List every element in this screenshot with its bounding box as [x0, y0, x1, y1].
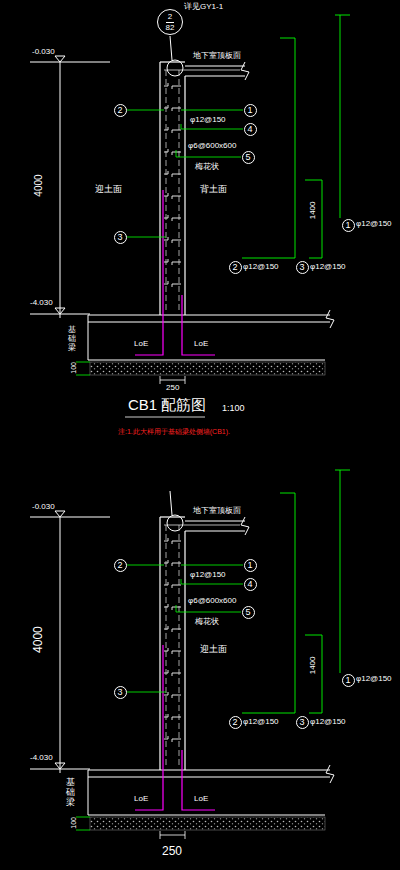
drawing-label: φ12@150: [190, 571, 226, 580]
callout-number: 3: [117, 688, 122, 697]
callout-number: 2: [232, 718, 237, 727]
callout-number: 2: [117, 561, 122, 570]
drawing-label: 迎土面: [95, 185, 122, 195]
callout-number: 2: [232, 263, 237, 272]
rebar-callout-circle: 2: [229, 261, 242, 274]
drawing-label: -0.030: [32, 503, 55, 512]
drawing-label: 1:100: [222, 404, 245, 414]
callout-number: 1: [345, 676, 350, 685]
drawing-label: 250: [162, 845, 182, 858]
callout-number: 2: [168, 13, 172, 21]
drawing-label: -4.030: [30, 754, 53, 763]
drawing-label: 4000: [33, 174, 44, 196]
detail-callout-circle: 282: [157, 9, 183, 35]
drawing-label: φ12@150: [310, 718, 346, 727]
drawing-label: φ6@600x600: [188, 142, 236, 151]
rebar-callout-circle: 1: [342, 674, 355, 687]
drawing-label: 100: [70, 362, 78, 374]
callout-number: 1: [247, 561, 252, 570]
rebar-callout-circle: 4: [244, 578, 257, 591]
drawing-label: 100: [70, 817, 78, 829]
drawing-label: 4000: [31, 627, 44, 654]
rebar-callout-circle: 1: [342, 219, 355, 232]
drawing-label: φ12@150: [190, 116, 226, 125]
rebar-callout-circle: 4: [244, 123, 257, 136]
rebar-callout-circle: 3: [114, 231, 127, 244]
drawing-label: 1400: [309, 656, 318, 674]
drawing-label: 250: [166, 384, 179, 393]
callout-number: 1: [345, 221, 350, 230]
callout-number: 3: [299, 718, 304, 727]
drawing-label: φ12@150: [243, 718, 279, 727]
drawing-label: -0.030: [32, 48, 55, 57]
rebar-callout-circle: 2: [229, 716, 242, 729]
callout-number: 5: [245, 608, 250, 617]
drawing-label: 迎土面: [200, 645, 227, 655]
drawing-label: 地下室顶板面: [193, 52, 241, 61]
rebar-callout-circle: 2: [114, 104, 127, 117]
callout-number: 82: [166, 22, 175, 32]
drawing-label: CB1 配筋图: [128, 397, 206, 414]
vertical-note: 基础梁: [66, 778, 75, 808]
drawing-label: 1400: [309, 201, 318, 219]
drawing-label: -4.030: [30, 299, 53, 308]
vertical-note: 基础梁: [68, 326, 76, 352]
drawing-label: φ12@150: [356, 220, 392, 229]
rebar-callout-circle: 3: [114, 686, 127, 699]
rebar-callout-circle: 2: [114, 559, 127, 572]
rebar-callout-circle: 1: [244, 559, 257, 572]
drawing-label: 地下室顶板面: [193, 507, 241, 516]
drawing-label: LoE: [134, 340, 148, 349]
drawing-label: LoE: [194, 795, 208, 804]
rebar-callout-circle: 5: [242, 606, 255, 619]
drawing-label: 梅花状: [195, 618, 219, 627]
callout-number: 4: [247, 125, 252, 134]
drawing-label: 详见GY1-1: [184, 3, 223, 12]
callout-number: 5: [245, 153, 250, 162]
drawing-label: φ6@600x600: [188, 597, 236, 606]
drawing-label: φ12@150: [310, 263, 346, 272]
drawing-label: 梅花状: [195, 163, 219, 172]
note-text: 注:1.此大样用于基础梁处侧墙(CB1).: [118, 428, 230, 436]
callout-number: 3: [299, 263, 304, 272]
drawing-label: LoE: [194, 340, 208, 349]
drawing-label: φ12@150: [243, 263, 279, 272]
drawing-label: 背土面: [200, 185, 227, 195]
callout-number: 2: [117, 106, 122, 115]
callout-number: 1: [247, 106, 252, 115]
drawing-label: φ12@150: [356, 675, 392, 684]
callout-number: 3: [117, 233, 122, 242]
drawing-label: LoE: [134, 795, 148, 804]
rebar-callout-circle: 5: [242, 151, 255, 164]
rebar-callout-circle: 3: [296, 261, 309, 274]
rebar-callout-circle: 1: [244, 104, 257, 117]
callout-number: 4: [247, 580, 252, 589]
rebar-callout-circle: 3: [296, 716, 309, 729]
